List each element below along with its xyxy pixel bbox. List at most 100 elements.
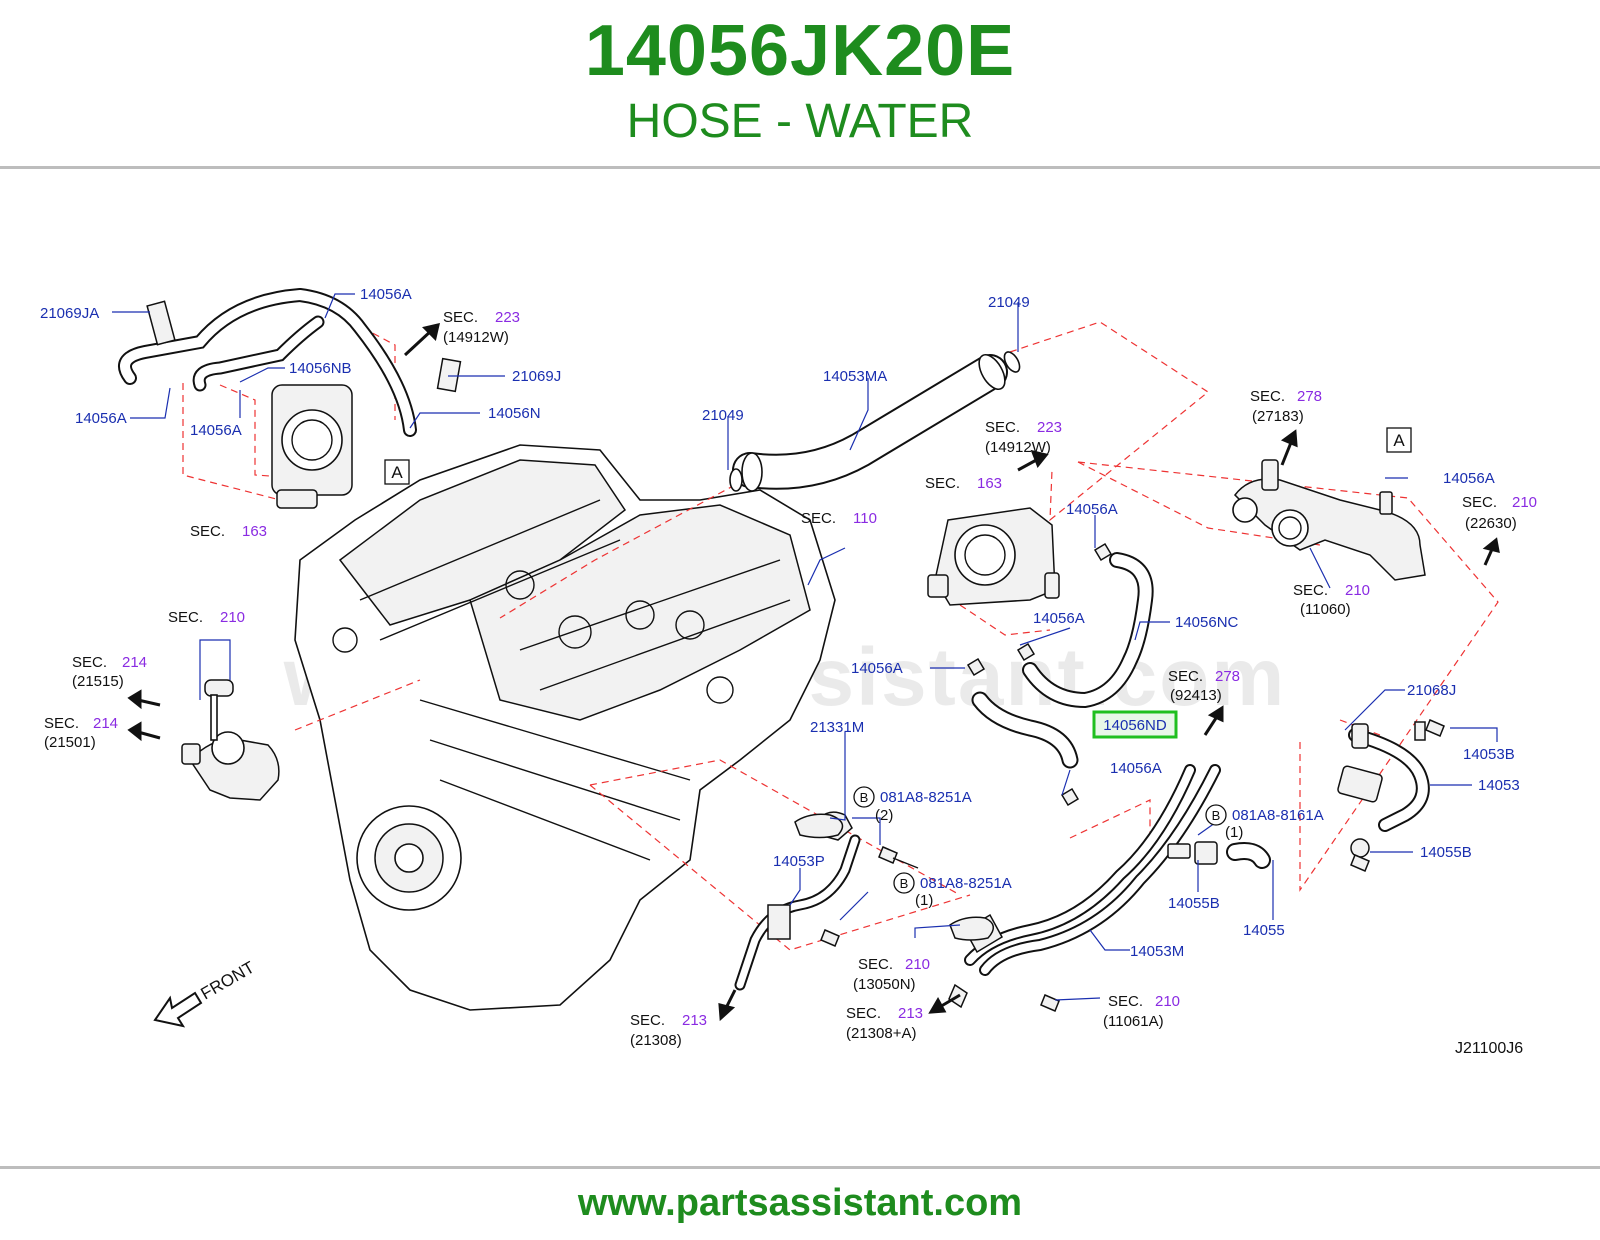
gaskets bbox=[794, 813, 994, 941]
label-14055B[interactable]: 14055B bbox=[1168, 895, 1220, 912]
label-14053[interactable]: 14053 bbox=[1478, 777, 1520, 794]
label-21069JA[interactable]: 21069JA bbox=[40, 305, 99, 322]
svg-text:SEC.: SEC. bbox=[72, 654, 107, 671]
callout-a-left: A bbox=[384, 459, 410, 485]
svg-text:210[interactable]: 210 bbox=[1155, 993, 1180, 1010]
sec-163-mid: SEC.163 bbox=[925, 475, 1002, 492]
label-14056ND[interactable]: 14056ND bbox=[1103, 717, 1167, 734]
sec-163-left: SEC. 163 bbox=[190, 523, 267, 540]
sec-210-11061: SEC. 210 (11061A) bbox=[1103, 993, 1180, 1030]
callout-b-3: B bbox=[1212, 808, 1221, 823]
sec-223-top: SEC.223(14912W) bbox=[443, 309, 520, 346]
label-bolt-081A8-8251A-a[interactable]: 081A8-8251A bbox=[880, 789, 972, 806]
label-14056A-right[interactable]: 14056A bbox=[1443, 470, 1495, 487]
footer-website-url[interactable]: www.partsassistant.com bbox=[577, 1182, 1023, 1224]
assembly-guide-lines bbox=[182, 304, 1499, 951]
svg-text:(13050N): (13050N) bbox=[853, 976, 916, 993]
highlighted-part-14056ND[interactable]: 14056ND bbox=[1092, 710, 1178, 739]
hose-14056ND bbox=[971, 691, 1079, 769]
part-labels: 21069JA 14056A 14056NB 14056A 14056A 210… bbox=[40, 286, 1520, 960]
label-21049-top[interactable]: 21049 bbox=[988, 294, 1030, 311]
svg-text:213[interactable]: 213 bbox=[682, 1012, 707, 1029]
diagram-code: J21100J6 bbox=[1455, 1040, 1523, 1057]
water-inlet-left bbox=[181, 679, 280, 801]
label-14056A-tb2[interactable]: 14056A bbox=[1033, 610, 1085, 627]
svg-text:163[interactable]: 163 bbox=[977, 475, 1002, 492]
svg-text:223[interactable]: 223 bbox=[495, 309, 520, 326]
sec-210-11060: SEC.210(11060) bbox=[1293, 582, 1370, 618]
svg-text:(22630): (22630) bbox=[1465, 515, 1517, 532]
label-14056N[interactable]: 14056N bbox=[488, 405, 541, 422]
sec-110: SEC. 110 bbox=[801, 510, 877, 527]
label-14053B[interactable]: 14053B bbox=[1463, 746, 1515, 763]
callout-a-left-label: A bbox=[391, 463, 403, 482]
sec-214-a: SEC. 214 (21515) bbox=[72, 654, 147, 690]
svg-text:(14912W): (14912W) bbox=[985, 439, 1051, 456]
label-14056A-top[interactable]: 14056A bbox=[360, 286, 412, 303]
footer-divider bbox=[0, 1166, 1600, 1169]
svg-text:210[interactable]: 210 bbox=[220, 609, 245, 626]
label-21068J[interactable]: 21068J bbox=[1407, 682, 1456, 699]
svg-text:214[interactable]: 214 bbox=[93, 715, 118, 732]
sec-210-left: SEC. 210 bbox=[168, 609, 245, 626]
svg-text:210[interactable]: 210 bbox=[1512, 494, 1537, 511]
label-21049-mid[interactable]: 21049 bbox=[702, 407, 744, 424]
bolts bbox=[820, 719, 1445, 1012]
label-21069J[interactable]: 21069J bbox=[512, 368, 561, 385]
label-bolt-081A8-8251A-b[interactable]: 081A8-8251A bbox=[920, 875, 1012, 892]
svg-text:210[interactable]: 210 bbox=[905, 956, 930, 973]
label-bolt-qty-c: (1) bbox=[1225, 824, 1243, 841]
label-14053MA[interactable]: 14053MA bbox=[823, 368, 887, 385]
label-14056A-tb4[interactable]: 14056A bbox=[1110, 760, 1162, 777]
svg-text:SEC.: SEC. bbox=[1250, 388, 1285, 405]
water-outlet-11060 bbox=[1232, 459, 1426, 581]
label-14056A-left2[interactable]: 14056A bbox=[190, 422, 242, 439]
label-14056A-tb[interactable]: 14056A bbox=[1066, 501, 1118, 518]
svg-text:SEC.: SEC. bbox=[801, 510, 836, 527]
svg-text:210[interactable]: 210 bbox=[1345, 582, 1370, 599]
svg-text:214[interactable]: 214 bbox=[122, 654, 147, 671]
svg-text:213[interactable]: 213 bbox=[898, 1005, 923, 1022]
bolt-callouts: B 081A8-8251A (2) B 081A8-8251A (1) B 08… bbox=[853, 786, 1324, 909]
svg-text:SEC.: SEC. bbox=[1462, 494, 1497, 511]
svg-text:SEC.: SEC. bbox=[190, 523, 225, 540]
label-14056A-tb3[interactable]: 14056A bbox=[851, 660, 903, 677]
svg-text:SEC.: SEC. bbox=[443, 309, 478, 326]
svg-text:278[interactable]: 278 bbox=[1215, 668, 1240, 685]
label-bolt-081A8-8161A[interactable]: 081A8-8161A bbox=[1232, 807, 1324, 824]
svg-text:163[interactable]: 163 bbox=[242, 523, 267, 540]
svg-text:(21308+A): (21308+A) bbox=[846, 1025, 916, 1042]
sec-213-a: SEC.213(21308) bbox=[630, 1012, 707, 1049]
label-14055[interactable]: 14055 bbox=[1243, 922, 1285, 939]
svg-text:(11061A): (11061A) bbox=[1103, 1013, 1164, 1030]
label-bolt-qty-a: (2) bbox=[875, 807, 893, 824]
label-14053P[interactable]: 14053P bbox=[773, 853, 825, 870]
label-14056NC[interactable]: 14056NC bbox=[1175, 614, 1239, 631]
sec-278-top: SEC.278(27183) bbox=[1250, 388, 1322, 425]
hose-14056NC bbox=[1022, 552, 1154, 709]
hose-clamps bbox=[966, 542, 1113, 807]
front-label: FRONT bbox=[198, 958, 258, 1004]
front-indicator: FRONT bbox=[153, 958, 258, 1028]
leader-lines bbox=[112, 293, 1498, 1001]
svg-text:SEC.: SEC. bbox=[168, 609, 203, 626]
callout-a-right: A bbox=[1386, 427, 1412, 453]
svg-text:SEC.: SEC. bbox=[846, 1005, 881, 1022]
sec-213-b: SEC. 213 (21308+A) bbox=[846, 1005, 923, 1042]
svg-text:SEC.: SEC. bbox=[858, 956, 893, 973]
svg-text:223[interactable]: 223 bbox=[1037, 419, 1062, 436]
label-14056A-left[interactable]: 14056A bbox=[75, 410, 127, 427]
svg-text:SEC.: SEC. bbox=[1168, 668, 1203, 685]
svg-text:SEC.: SEC. bbox=[1108, 993, 1143, 1010]
label-14056NB[interactable]: 14056NB bbox=[289, 360, 352, 377]
svg-text:(21515): (21515) bbox=[72, 673, 124, 690]
label-14053M[interactable]: 14053M bbox=[1130, 943, 1184, 960]
sec-278-mid: SEC.278(92413) bbox=[1168, 668, 1240, 704]
label-14055B-right[interactable]: 14055B bbox=[1420, 844, 1472, 861]
label-21331M[interactable]: 21331M bbox=[810, 719, 864, 736]
label-bolt-qty-b: (1) bbox=[915, 892, 933, 909]
svg-text:(21308): (21308) bbox=[630, 1032, 682, 1049]
svg-text:110[interactable]: 110 bbox=[853, 510, 877, 527]
pipe-14053MA bbox=[729, 351, 1021, 492]
svg-text:278[interactable]: 278 bbox=[1297, 388, 1322, 405]
